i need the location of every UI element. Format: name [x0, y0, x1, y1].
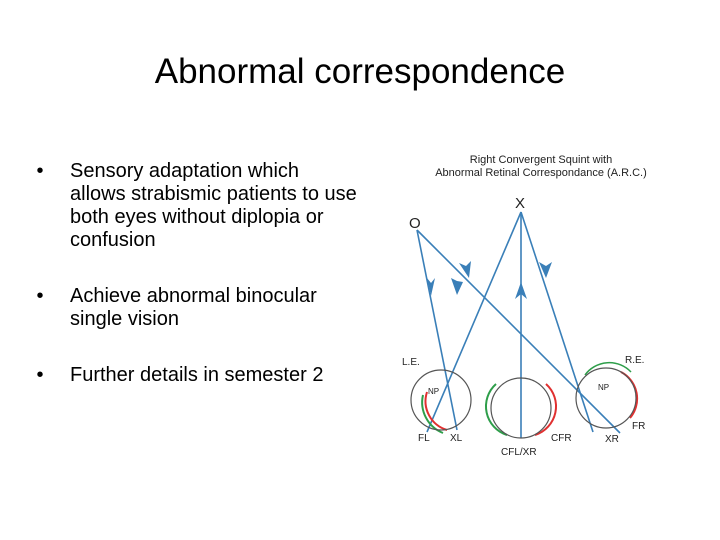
- slide-title: Abnormal correspondence: [154, 52, 566, 91]
- center-eye-red-arc: [534, 383, 557, 436]
- bullet-item: • Sensory adaptation which allows strabi…: [30, 160, 360, 252]
- center-eye: [485, 377, 557, 439]
- ray-o-to-left-eye: [416, 229, 458, 431]
- bullet-text: Achieve abnormal binocular single vision: [70, 285, 317, 330]
- arrow-head: [459, 261, 471, 278]
- fl-label: FL: [418, 433, 430, 444]
- right-eye: [575, 361, 639, 429]
- bullet-dot: •: [36, 364, 44, 386]
- xl-label: XL: [450, 433, 463, 444]
- bullet-text: Further details in semester 2: [70, 364, 324, 386]
- diagram-title-line1: Right Convergent Squint with: [470, 154, 612, 166]
- fr-label: FR: [632, 421, 645, 432]
- bullet-item: • Achieve abnormal binocular single visi…: [30, 285, 360, 331]
- left-eye-red-arc: [424, 391, 448, 431]
- left-eye-green-arc: [421, 394, 444, 434]
- left-eye-circle: [410, 369, 472, 431]
- ray-x-to-left-eye: [426, 211, 522, 433]
- rays: [416, 211, 621, 438]
- cfr-label: CFR: [551, 433, 572, 444]
- bullet-text: Sensory adaptation which allows strabism…: [70, 160, 357, 251]
- np-right-label: NP: [598, 383, 609, 392]
- arrow-head: [427, 278, 435, 296]
- arrow-head: [515, 282, 527, 299]
- ray-x-to-right-eye: [520, 211, 594, 433]
- arrow-head: [539, 262, 552, 278]
- object-o-label: O: [409, 215, 421, 232]
- center-eye-circle: [490, 377, 552, 439]
- center-eye-green-arc: [485, 383, 508, 436]
- diagram-title-line2: Abnormal Retinal Correspondance (A.R.C.): [435, 167, 647, 179]
- cfl-xr-label: CFL/XR: [501, 447, 537, 458]
- bullet-dot: •: [36, 160, 44, 182]
- arrow-head: [451, 278, 463, 295]
- ray-o-to-right-eye: [416, 229, 621, 434]
- bullet-item: • Further details in semester 2: [30, 364, 360, 387]
- left-eye: [410, 369, 472, 434]
- bullet-list: • Sensory adaptation which allows strabi…: [30, 160, 360, 387]
- arc-diagram: Right Convergent Squint with Abnormal Re…: [402, 154, 647, 458]
- right-eye-label: R.E.: [625, 355, 644, 366]
- right-eye-circle: [575, 367, 637, 429]
- right-eye-green-arc: [584, 361, 632, 376]
- xr-label: XR: [605, 434, 619, 445]
- left-eye-label: L.E.: [402, 357, 420, 368]
- object-x-label: X: [515, 195, 525, 212]
- bullet-dot: •: [36, 285, 44, 307]
- arrowheads: [427, 261, 552, 299]
- np-left-label: NP: [428, 387, 439, 396]
